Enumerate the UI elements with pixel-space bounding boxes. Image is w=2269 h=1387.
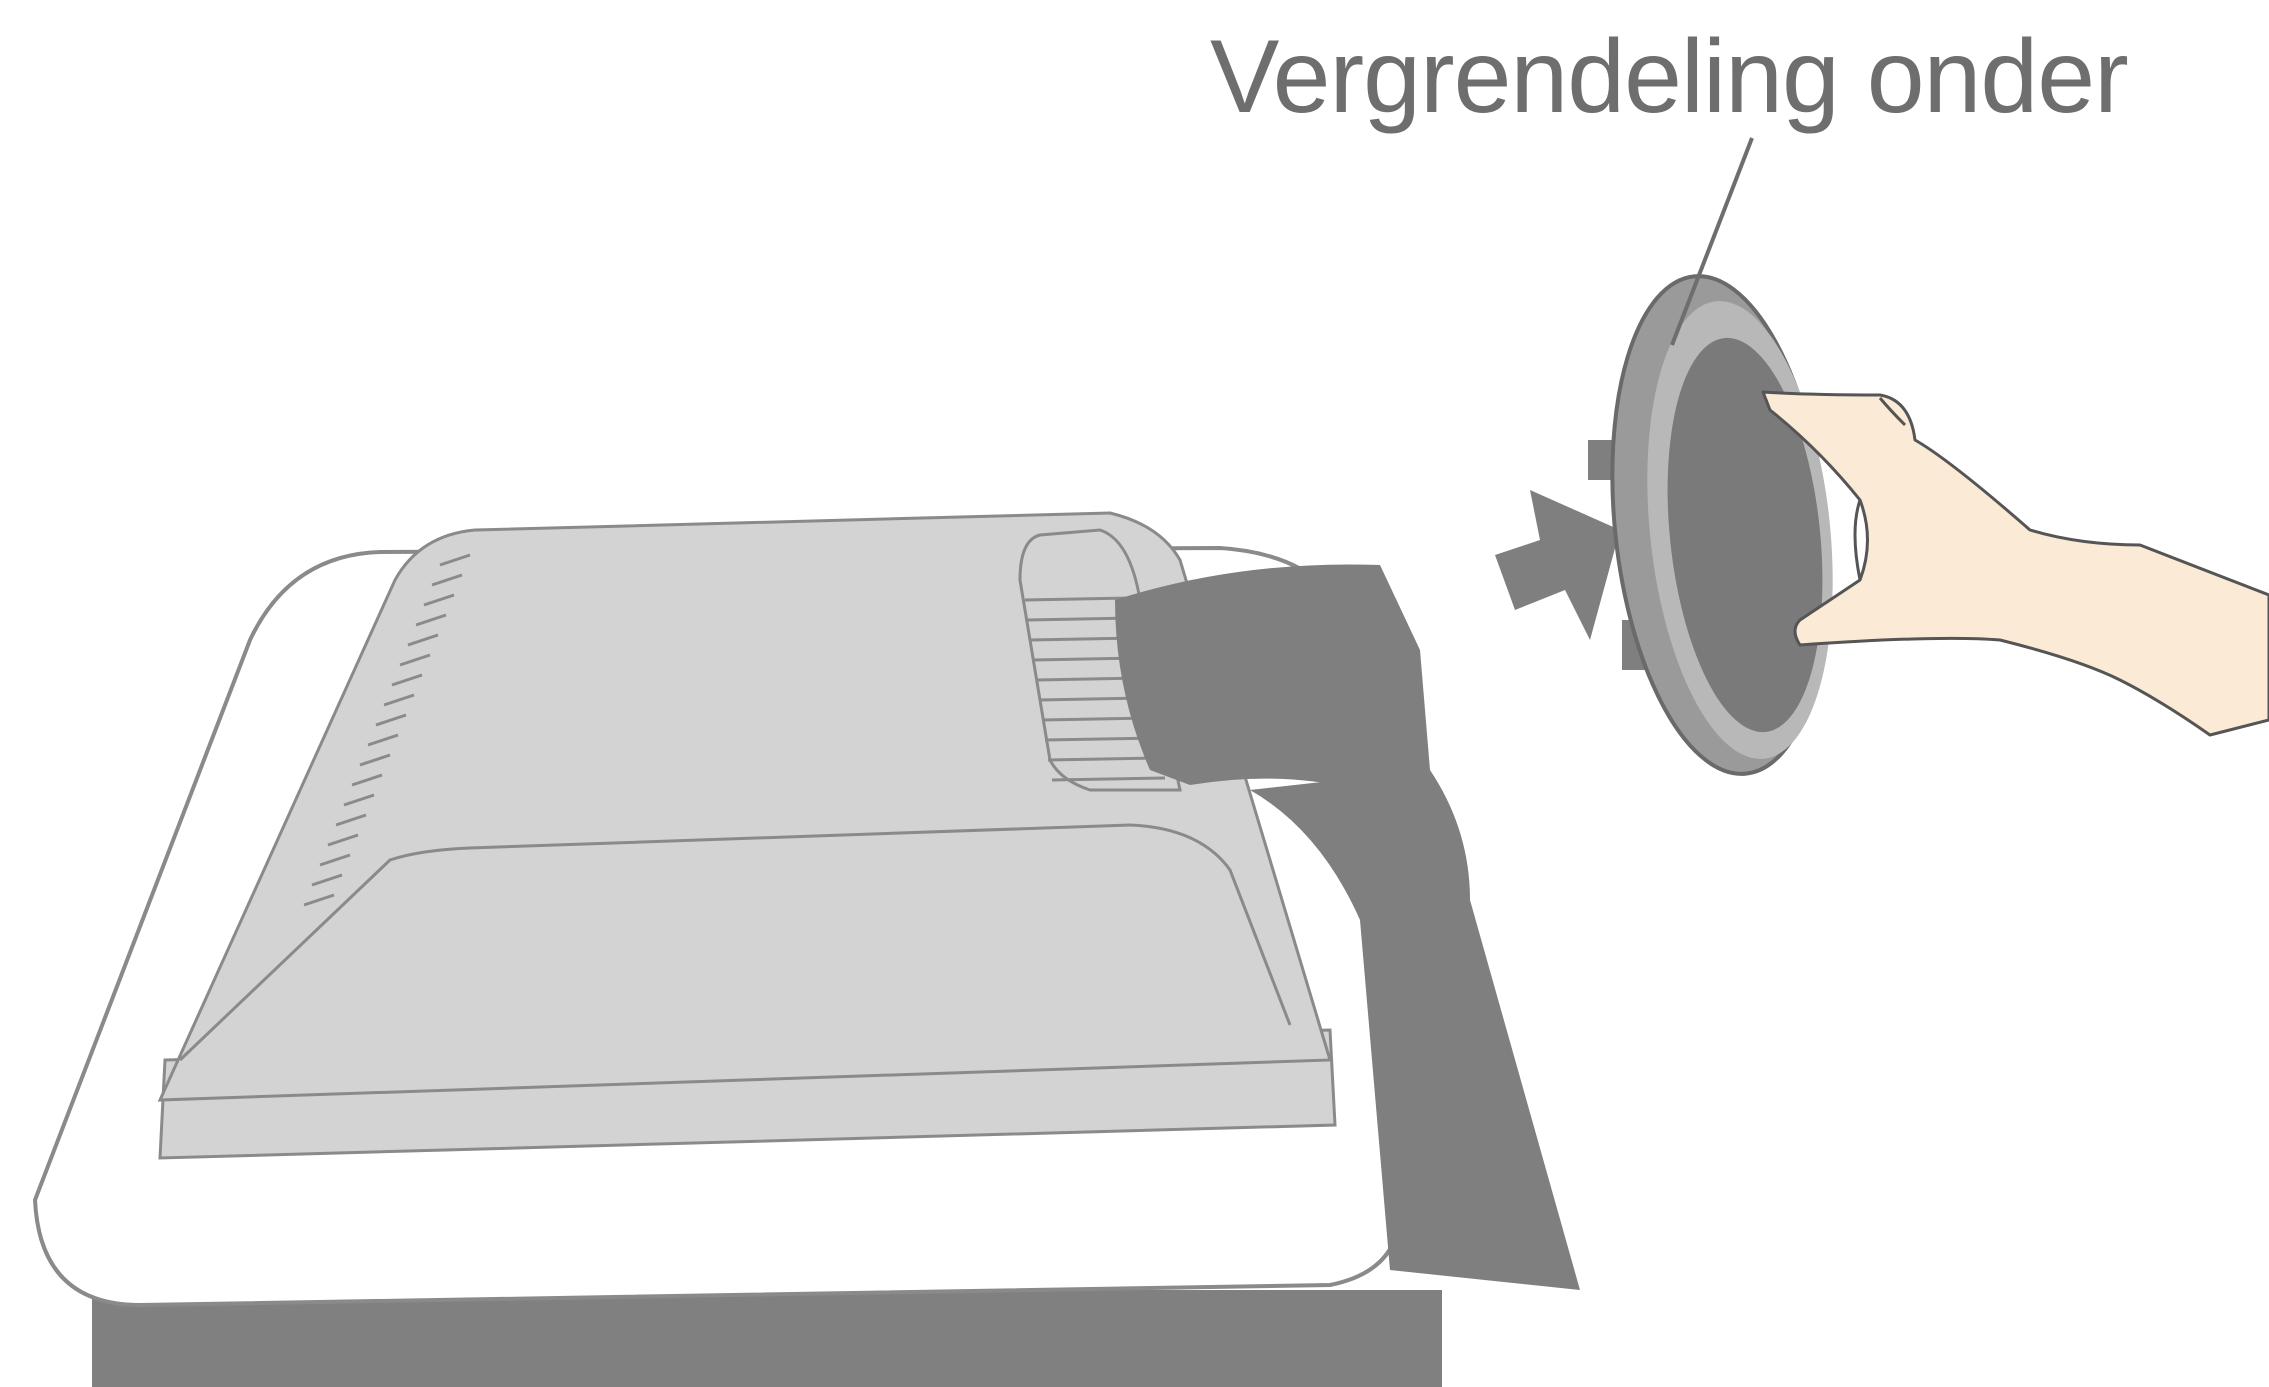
- stand-neck-upper: [1115, 564, 1430, 790]
- hand-shape: [1763, 392, 2269, 735]
- hand-icon: [1763, 392, 2269, 735]
- callout-label-lock-below: Vergrendeling onder: [1210, 18, 2128, 138]
- insert-direction-arrow-icon: [1495, 490, 1620, 640]
- stand-base-icon: [1588, 265, 1854, 784]
- table-shadow: [92, 1290, 1442, 1387]
